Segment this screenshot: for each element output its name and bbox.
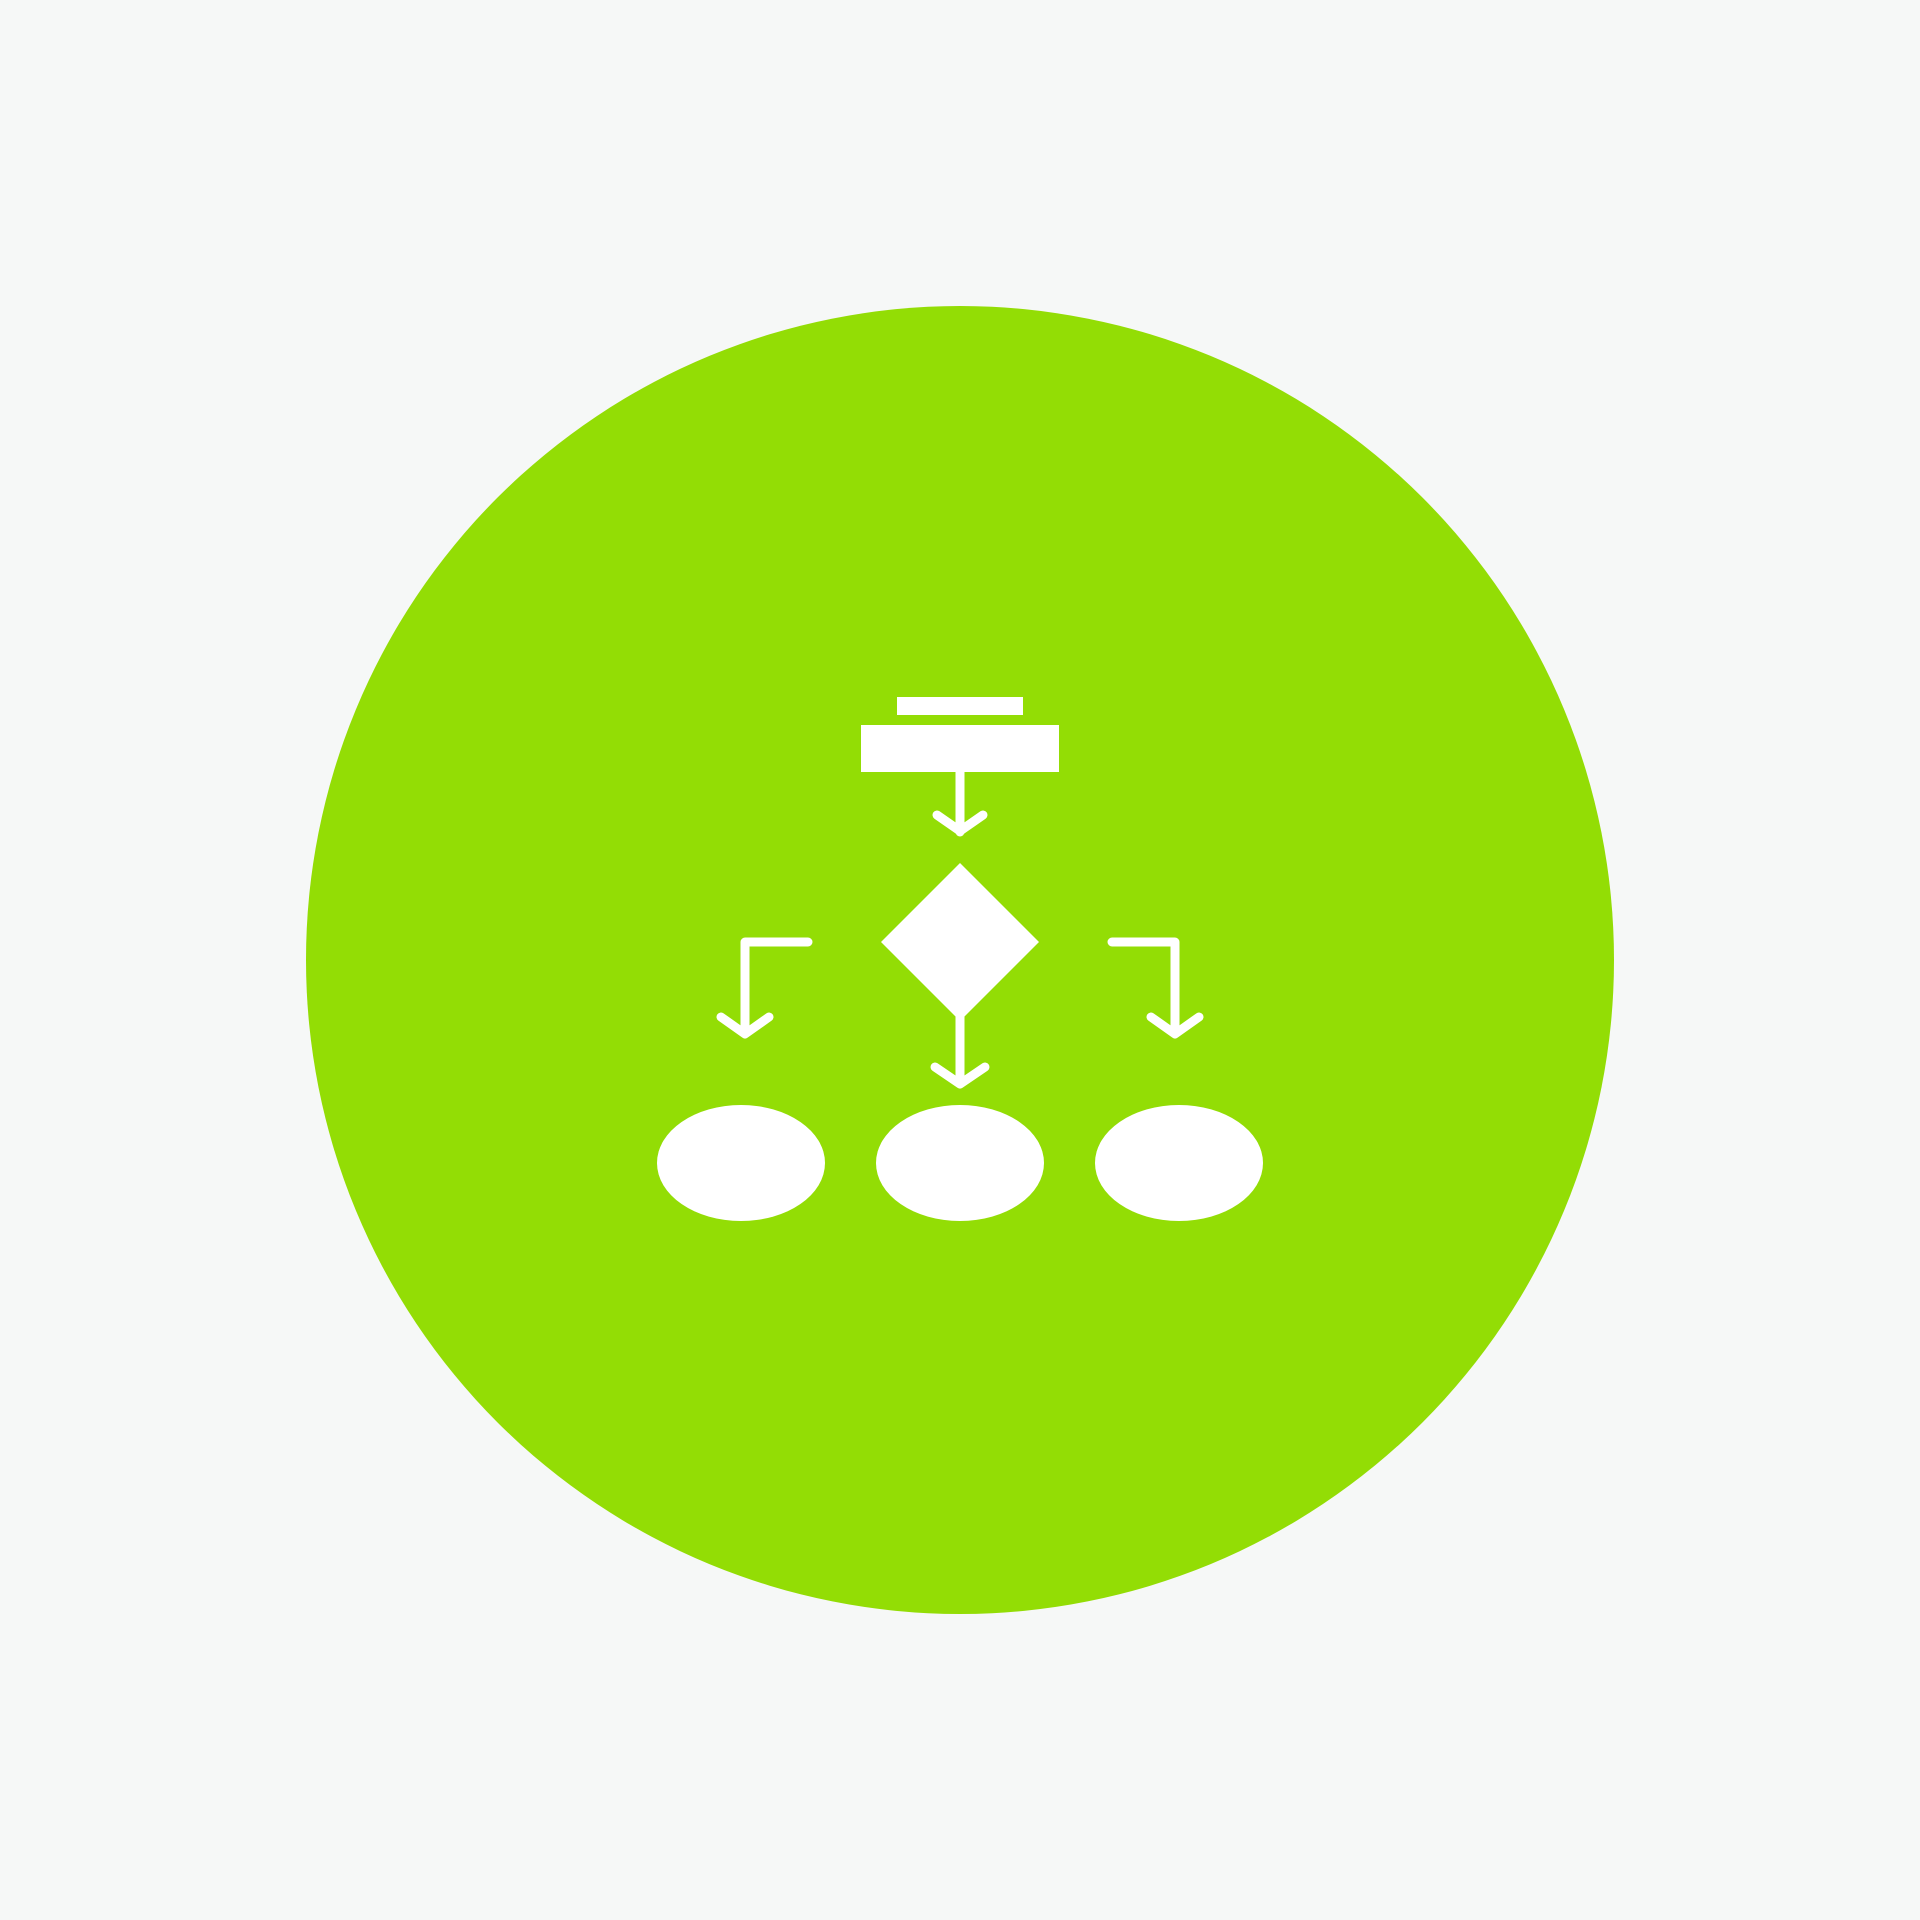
terminal-ellipse-left [657, 1105, 825, 1221]
process-box [861, 725, 1059, 772]
arrow-process-to-decision [932, 767, 988, 837]
start-bar-small [897, 697, 1023, 715]
arrow-right-branch [1107, 937, 1204, 1039]
decision-diamond [881, 863, 1039, 1021]
flowchart-glyph [657, 697, 1263, 1221]
arrow-left-branch [716, 937, 813, 1039]
terminal-ellipse-right [1095, 1105, 1263, 1221]
arrow-decision-to-center [930, 1010, 990, 1089]
terminal-ellipse-center [876, 1105, 1044, 1221]
